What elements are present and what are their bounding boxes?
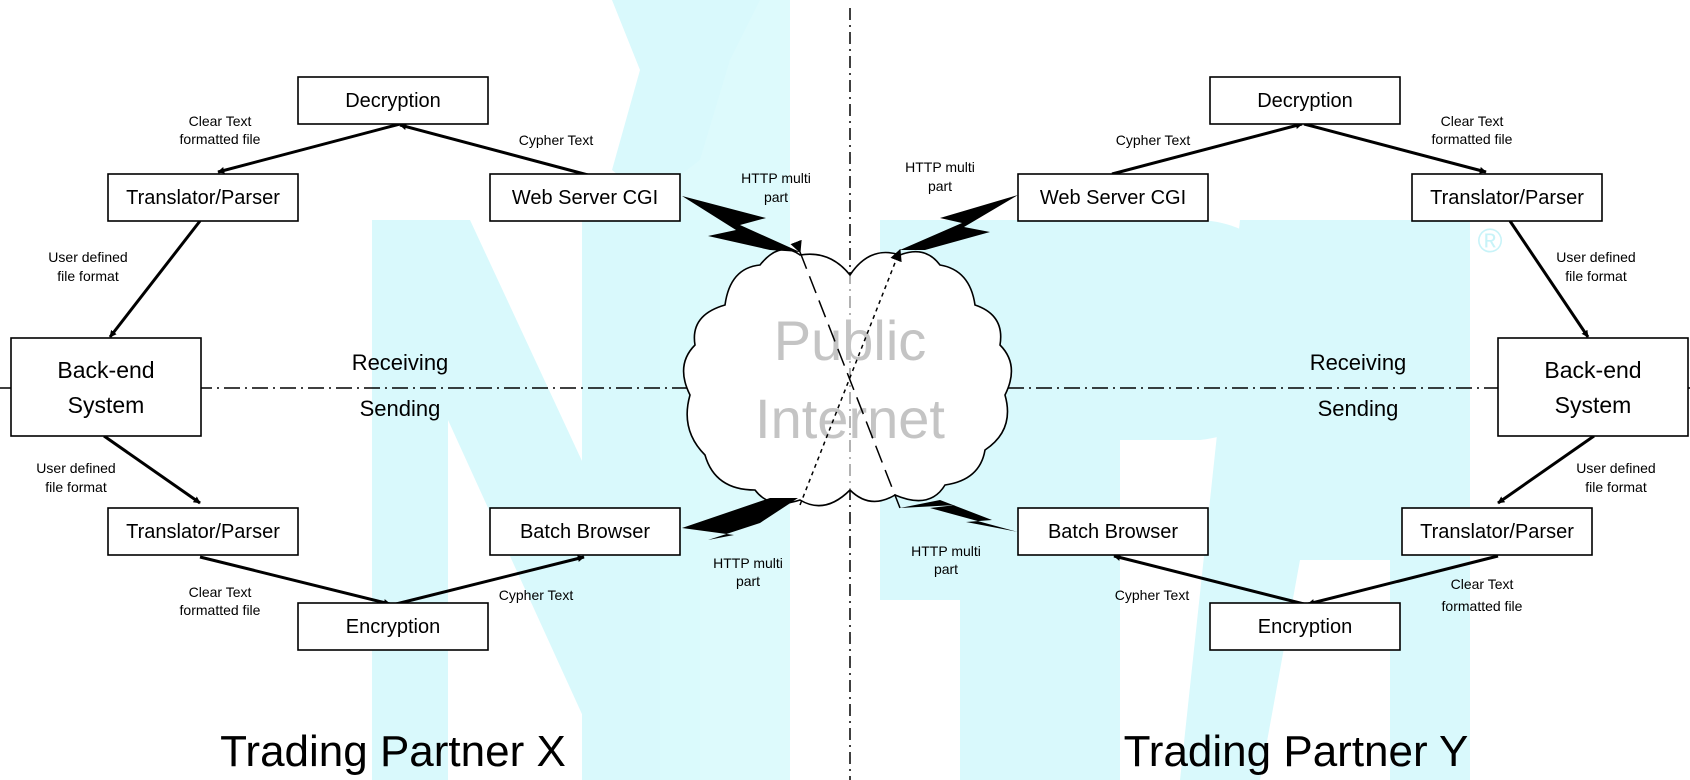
svg-text:Web Server CGI: Web Server CGI (1040, 187, 1186, 209)
lightning-bolt-x-top (682, 196, 800, 252)
box-backend-x: Back-end System (10, 337, 202, 437)
lightning-bolt-y-top (900, 195, 1018, 250)
label-cypher-top-y: Cypher Text (1116, 132, 1191, 148)
lightning-bolt-x-bottom (682, 498, 798, 540)
label-user-top-y-1: User defined (1556, 249, 1635, 265)
svg-text:Translator/Parser: Translator/Parser (1420, 521, 1574, 543)
partner-x-arrows (103, 122, 589, 607)
box-encryption-y: Encryption (1209, 602, 1401, 651)
label-clear-text-top-x-1: Clear Text (189, 113, 252, 129)
title-trading-partner-x: Trading Partner X (220, 727, 566, 776)
box-translator-bottom-y: Translator/Parser (1401, 507, 1593, 556)
label-http-top-x-1: HTTP multi (741, 170, 811, 186)
label-clear-text-top-y-2: formatted file (1432, 131, 1513, 147)
svg-text:Encryption: Encryption (346, 616, 441, 638)
label-clear-text-bottom-y-2: formatted file (1442, 598, 1523, 614)
svg-text:Back-end: Back-end (1544, 357, 1641, 383)
label-user-top-x-1: User defined (48, 249, 127, 265)
label-clear-text-top-y-1: Clear Text (1441, 113, 1504, 129)
svg-text:Encryption: Encryption (1258, 616, 1353, 638)
label-user-top-x-2: file format (57, 268, 119, 284)
label-http-bottom-y-1: HTTP multi (911, 543, 981, 559)
label-sending-y: Sending (1318, 396, 1399, 421)
label-user-top-y-2: file format (1565, 268, 1627, 284)
http-path-x-to-y (790, 239, 901, 509)
label-receiving-x: Receiving (352, 350, 449, 375)
http-path-y-to-x (799, 248, 902, 506)
label-clear-text-bottom-x-2: formatted file (180, 602, 261, 618)
label-clear-text-bottom-y-1: Clear Text (1451, 576, 1514, 592)
box-batch-browser-x: Batch Browser (489, 507, 681, 556)
label-user-bottom-y-1: User defined (1576, 460, 1655, 476)
label-http-top-y-2: part (928, 178, 952, 194)
label-clear-text-bottom-x-1: Clear Text (189, 584, 252, 600)
label-user-bottom-y-2: file format (1585, 479, 1647, 495)
svg-text:System: System (1555, 392, 1632, 418)
box-translator-bottom-x: Translator/Parser (107, 507, 299, 556)
title-trading-partner-y: Trading Partner Y (1124, 727, 1469, 776)
label-http-top-x-2: part (764, 189, 788, 205)
cloud-label-public: Public (774, 309, 927, 372)
box-backend-y: Back-end System (1497, 337, 1689, 437)
svg-text:Web Server CGI: Web Server CGI (512, 187, 658, 209)
registered-mark: ® (1477, 222, 1502, 260)
cloud-label-internet: Internet (755, 387, 945, 450)
box-batch-browser-y: Batch Browser (1017, 507, 1209, 556)
label-cypher-top-x: Cypher Text (519, 132, 594, 148)
svg-text:Back-end: Back-end (57, 357, 154, 383)
svg-text:System: System (68, 392, 145, 418)
label-http-bottom-y-2: part (934, 561, 958, 577)
label-http-bottom-x-1: HTTP multi (713, 555, 783, 571)
svg-text:Translator/Parser: Translator/Parser (126, 521, 280, 543)
box-decryption-y: Decryption (1209, 76, 1401, 125)
box-translator-top-x: Translator/Parser (107, 173, 299, 222)
label-receiving-y: Receiving (1310, 350, 1407, 375)
partner-y-arrows (1111, 122, 1595, 606)
label-http-top-y-1: HTTP multi (905, 159, 975, 175)
lightning-bolt-y-bottom (900, 500, 1018, 532)
svg-text:Decryption: Decryption (345, 90, 441, 112)
box-decryption-x: Decryption (297, 76, 489, 125)
label-http-bottom-x-2: part (736, 573, 760, 589)
box-encryption-x: Encryption (297, 602, 489, 651)
label-clear-text-top-x-2: formatted file (180, 131, 261, 147)
svg-text:Translator/Parser: Translator/Parser (126, 187, 280, 209)
box-web-server-x: Web Server CGI (489, 173, 681, 222)
label-user-bottom-x-2: file format (45, 479, 107, 495)
box-translator-top-y: Translator/Parser (1411, 173, 1603, 222)
public-internet-cloud: Public Internet (682, 8, 1013, 780)
svg-text:Translator/Parser: Translator/Parser (1430, 187, 1584, 209)
svg-text:Batch Browser: Batch Browser (1048, 521, 1178, 543)
label-user-bottom-x-1: User defined (36, 460, 115, 476)
svg-text:Batch Browser: Batch Browser (520, 521, 650, 543)
svg-text:Decryption: Decryption (1257, 90, 1353, 112)
label-sending-x: Sending (360, 396, 441, 421)
label-cypher-bottom-x: Cypher Text (499, 587, 574, 603)
box-web-server-y: Web Server CGI (1017, 173, 1209, 222)
label-cypher-bottom-y: Cypher Text (1115, 587, 1190, 603)
